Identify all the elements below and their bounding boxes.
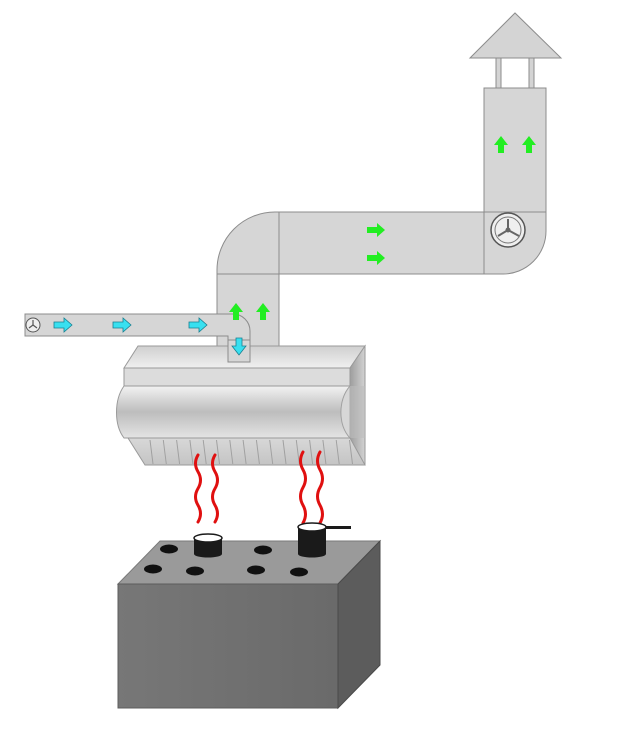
chimney-cap-leg xyxy=(495,57,502,89)
heat-wave xyxy=(299,450,307,525)
roof-cap-icon xyxy=(468,12,563,59)
exhaust-arrow xyxy=(367,223,385,237)
exhaust-arrow xyxy=(522,136,536,153)
chimney-cap xyxy=(468,12,563,89)
exhaust-elbow-duct xyxy=(216,211,280,275)
hood-filter-slats xyxy=(149,439,353,465)
burner-hole xyxy=(247,565,265,575)
exhaust-fan xyxy=(484,211,546,248)
stove-side xyxy=(337,539,381,710)
pot-right xyxy=(297,522,351,558)
heat-wave xyxy=(316,450,324,525)
stove-front xyxy=(117,583,339,709)
heat-wave xyxy=(211,453,219,524)
supply-air-arrows xyxy=(53,317,247,356)
stove-burners xyxy=(144,544,308,577)
supply-arrow xyxy=(231,337,247,356)
kitchen-hood xyxy=(116,344,366,466)
pot-handle xyxy=(326,526,351,529)
stove-top xyxy=(116,540,382,585)
burner-hole xyxy=(160,544,178,554)
heat-wave xyxy=(194,453,202,524)
supply-arrow xyxy=(53,317,73,333)
burner-hole xyxy=(254,545,272,555)
exhaust-fan-icon xyxy=(490,212,526,248)
supply-arrow xyxy=(112,317,132,333)
exhaust-air-arrows xyxy=(229,136,536,320)
burner-hole xyxy=(144,564,162,574)
exhaust-arrow xyxy=(367,251,385,265)
supply-arrow xyxy=(188,317,208,333)
chimney-cap-leg xyxy=(528,57,535,89)
burner-hole xyxy=(186,566,204,576)
horizontal-exhaust-duct xyxy=(278,211,485,275)
exhaust-arrow xyxy=(494,136,508,153)
burner-hole xyxy=(290,567,308,577)
small-fan-icon xyxy=(25,317,41,333)
exhaust-arrow xyxy=(256,303,270,320)
stove xyxy=(116,539,382,710)
pot-left xyxy=(193,533,223,558)
rising-heat-waves xyxy=(194,450,324,525)
exhaust-arrow xyxy=(229,303,243,320)
